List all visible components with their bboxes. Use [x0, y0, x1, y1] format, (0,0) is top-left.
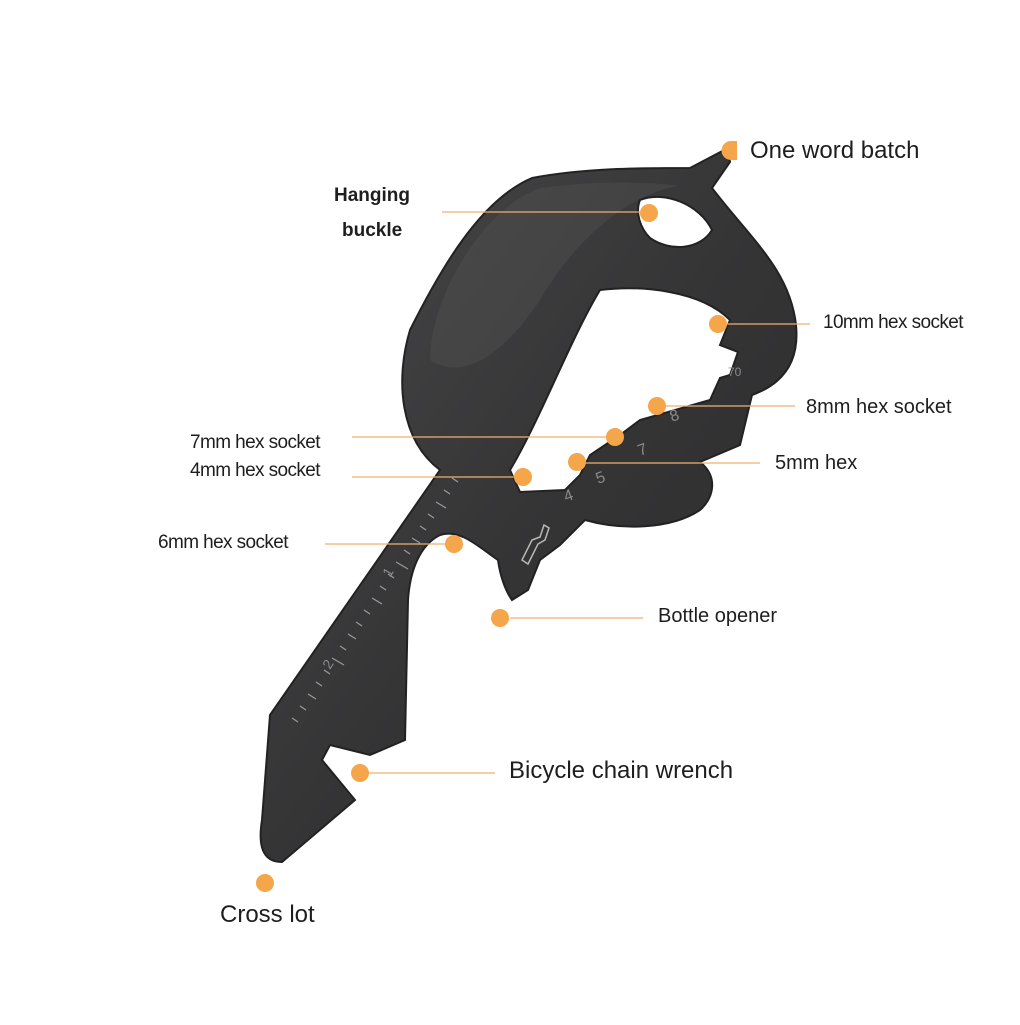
marker-cross-lot — [256, 874, 274, 892]
label-7mm-hex-socket: 7mm hex socket — [190, 432, 321, 453]
label-4mm-hex-socket: 4mm hex socket — [190, 460, 321, 481]
label-hanging-line1: Hanging — [334, 185, 410, 206]
marker-4mm — [514, 468, 532, 486]
marker-10mm — [709, 315, 727, 333]
marker-bottle-opener — [491, 609, 509, 627]
label-cross-lot: Cross lot — [220, 901, 315, 928]
bottle-icon — [521, 523, 550, 566]
leader-lines — [325, 211, 810, 774]
marker-one-word-batch — [721, 141, 737, 160]
marker-5mm — [568, 453, 586, 471]
callout-markers — [256, 141, 737, 892]
marker-hanging-buckle — [640, 204, 658, 222]
tool-highlight — [430, 182, 680, 368]
key-tool-body — [259, 146, 798, 864]
marker-chain-wrench — [351, 764, 369, 782]
label-6mm-hex-socket: 6mm hex socket — [158, 532, 289, 553]
label-8mm-hex-socket: 8mm hex socket — [806, 396, 952, 418]
marker-6mm — [445, 535, 463, 553]
marking-70: 70 — [728, 365, 742, 379]
label-bicycle-chain-wrench: Bicycle chain wrench — [509, 757, 734, 784]
label-one-word-batch: One word batch — [750, 137, 920, 164]
label-bottle-opener: Bottle opener — [658, 605, 777, 627]
label-10mm-hex-socket: 10mm hex socket — [823, 312, 964, 333]
label-5mm-hex: 5mm hex — [775, 452, 858, 474]
marker-7mm — [606, 428, 624, 446]
label-hanging-line2: buckle — [342, 220, 403, 241]
marker-8mm — [648, 397, 666, 415]
ruler-ticks — [291, 477, 459, 723]
